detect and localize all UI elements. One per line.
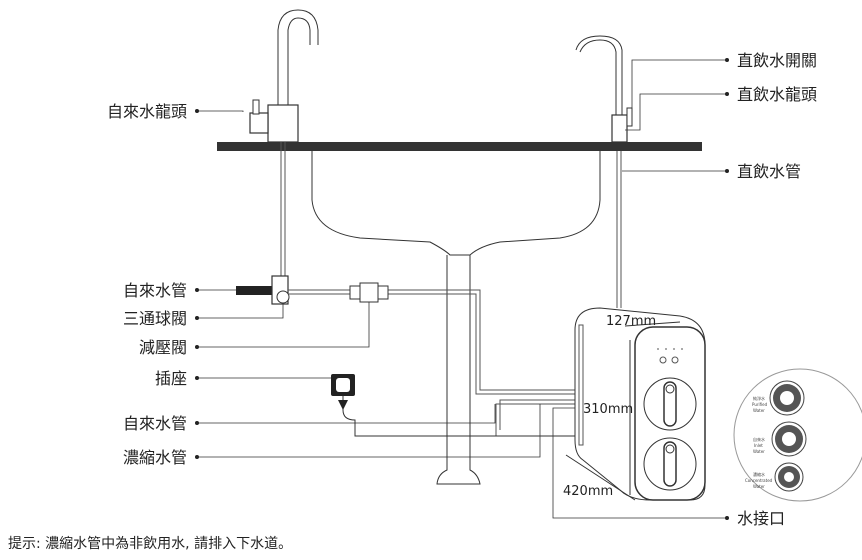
label-drink-switch: 直飲水開關 <box>737 51 817 70</box>
port-purified-en2: Water <box>753 408 765 413</box>
drain-pipe <box>436 255 481 485</box>
label-drink-pipe: 直飲水管 <box>737 162 801 181</box>
purifier-unit <box>565 307 706 501</box>
port-inlet-zh: 自來水 <box>753 436 765 442</box>
port-concentrate-en2: Water <box>753 484 765 489</box>
sink-basin <box>311 151 601 256</box>
power-socket <box>331 374 575 437</box>
label-concentrate-pipe: 濃縮水管 <box>123 448 187 467</box>
label-ball-valve: 三通球閥 <box>123 309 187 328</box>
dimension-height: 310mm <box>583 402 633 417</box>
tap-water-faucet <box>249 9 319 143</box>
black-inlet-hose <box>236 286 272 295</box>
label-inlet-pipe: 自來水管 <box>123 414 187 433</box>
tap-water-pipe <box>280 142 286 280</box>
port-purified-en1: Purified <box>752 402 768 407</box>
dimension-width: 127mm <box>606 314 656 329</box>
pressure-reducing-valve <box>349 282 389 303</box>
label-tap-faucet: 自來水龍頭 <box>107 102 187 121</box>
label-water-connector: 水接口 <box>737 509 785 528</box>
countertop <box>217 142 702 151</box>
leader-lines <box>197 59 727 519</box>
ports-detail: 純淨水 Purified Water 自來水 Inlet Water 濃縮水 C… <box>733 368 862 502</box>
label-tap-pipe: 自來水管 <box>123 281 187 300</box>
port-inlet-en2: Water <box>753 449 765 454</box>
direct-drink-faucet <box>575 35 633 143</box>
dimension-depth: 420mm <box>563 484 613 499</box>
leader-dots <box>195 58 729 520</box>
port-concentrate-zh: 濃縮水 <box>753 471 765 477</box>
port-inlet-en1: Inlet <box>754 443 763 448</box>
hint-note: 提示: 濃縮水管中為非飲用水, 請排入下水道。 <box>8 536 293 552</box>
concentrate-pipe <box>495 399 575 436</box>
direct-drink-pipe <box>616 151 622 308</box>
port-concentrate-en1: Concentrated <box>745 478 773 483</box>
port-purified-zh: 純淨水 <box>753 395 765 401</box>
label-socket: 插座 <box>155 369 187 388</box>
label-pressure-valve: 減壓閥 <box>139 338 187 357</box>
label-drink-faucet: 直飲水龍頭 <box>737 85 817 104</box>
